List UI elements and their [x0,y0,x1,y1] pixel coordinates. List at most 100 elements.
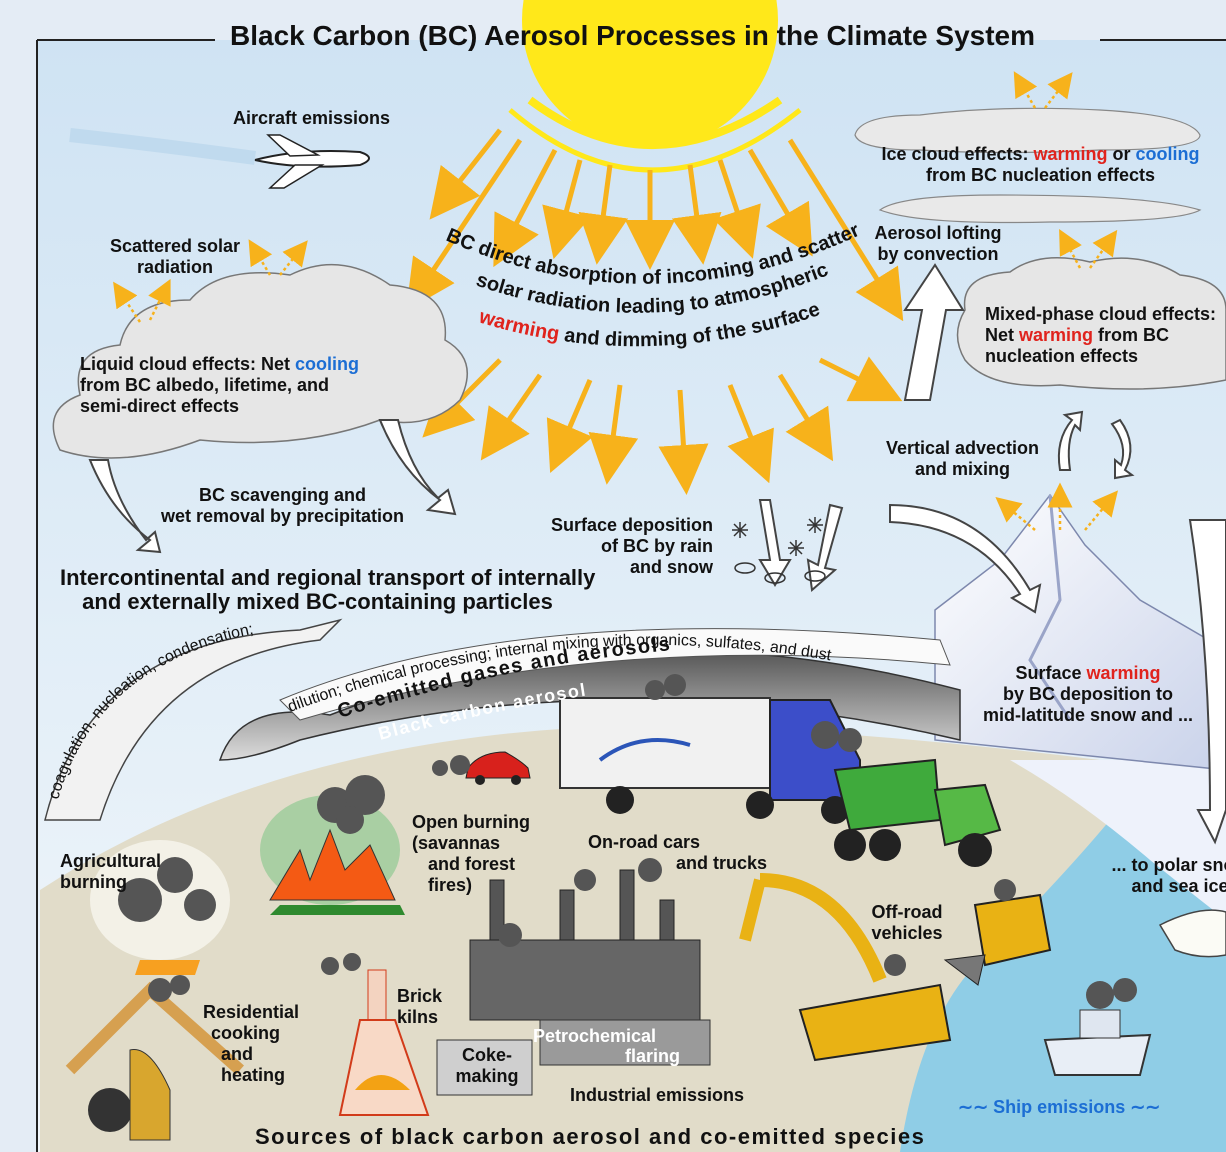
label-scattered-1: Scattered solar [109,236,241,256]
label-offroad-1: Off-road [871,902,943,922]
label-res-4: heating [221,1065,286,1085]
sun-rays [406,128,904,495]
label-surfwarm-2: by BC deposition to [1003,684,1173,704]
label-surfdep-2: of BC by rain [600,536,713,556]
label-agricultural: Agricultural burning [60,851,161,893]
label-surfdep-1: Surface deposition [550,515,713,535]
mixing-band [279,628,951,721]
sea [900,820,1226,1152]
label-res-1: Residential [203,1002,300,1022]
coke-plant [436,1039,533,1096]
diagram-footer: Sources of black carbon aerosol and co-e… [255,1124,926,1149]
label-industrial: Industrial emissions [570,1085,745,1105]
ship [1043,1009,1152,1076]
liquid-cloud [52,263,468,459]
label-offroad-2: vehicles [871,923,943,943]
label-lofting: Aerosol lofting by convection [868,223,1008,265]
label-vadv-2: and mixing [914,459,1010,479]
label-off-road: Off-road vehicles [862,902,952,944]
process-arrows [88,263,1226,845]
label-brick-kilns: Brick kilns [397,986,442,1028]
label-agri-2: burning [60,872,127,892]
label-res-3: and [221,1044,254,1064]
snowflakes [732,517,823,556]
label-mixed-3: nucleation effects [985,346,1139,366]
mixed-phase-cloud [956,257,1226,390]
label-residential: Residential cooking and heating [203,1002,299,1086]
label-liquid-2: from BC albedo, lifetime, and [80,375,330,395]
label-open-3: and forest [428,854,516,874]
scatter-arrows [113,71,1119,531]
label-vertical-advection: Vertical advection and mixing [880,438,1045,480]
car-red [465,751,531,785]
label-open-1: Open burning [412,812,530,832]
label-on-road: On-road cars and trucks [588,832,767,874]
label-polar: ... to polar snow and sea ice [1105,855,1226,897]
label-ice-1: Ice cloud effects: warming or cooling [881,144,1200,164]
deposition-marks [734,562,826,584]
label-transport: Intercontinental and regional transport … [60,565,596,614]
label-surfwarm-3: mid-latitude snow and ... [982,705,1193,725]
black-carbon-band [218,649,961,761]
label-mixed-phase: Mixed-phase cloud effects: Net warming f… [985,304,1216,367]
label-flaring: flaring [625,1046,681,1066]
label-scavenging: BC scavenging and wet removal by precipi… [150,485,415,527]
label-open-2: (savannas [412,833,501,853]
label-scattered-solar: Scattered solar radiation [105,236,245,278]
label-surfwarm-1: Surface warming [1015,663,1161,683]
label-liquid-1: Liquid cloud effects: Net cooling [80,354,360,374]
label-liquid-3: semi-direct effects [80,396,240,416]
petrochemical-plant [539,1019,711,1066]
truck-blue [559,697,861,824]
aircraft [254,134,370,189]
label-brick-2: kilns [397,1007,439,1027]
label-mixed-1: Mixed-phase cloud effects: [985,304,1217,324]
label-brick-1: Brick [397,986,443,1006]
ice-cloud [854,107,1202,224]
dump-truck-green [833,758,1002,867]
label-transport-2: and externally mixed BC-containing parti… [82,589,553,614]
label-liquid-cloud: Liquid cloud effects: Net cooling from B… [80,354,359,417]
label-petrochemical: Petrochemical [533,1026,657,1046]
label-aircraft: Aircraft emissions [233,108,391,128]
label-surfdep-3: and snow [629,557,713,577]
coagulation-band [44,618,343,821]
label-open-4: fires) [428,875,473,895]
label-coke-2: making [455,1066,519,1086]
label-surface-deposition: Surface deposition of BC by rain and sno… [543,515,713,578]
label-coke-1: Coke- [461,1045,512,1065]
label-surface-warming: Surface warming by BC deposition to mid-… [978,663,1198,726]
excavator [739,873,952,1062]
label-scav-1: BC scavenging and [198,485,367,505]
polar-bear [1158,909,1226,958]
label-onroad-1: On-road cars [588,832,701,852]
label-vadv-1: Vertical advection [885,438,1040,458]
label-ice-2: from BC nucleation effects [925,165,1156,185]
label-polar-2: and sea ice [1131,876,1226,896]
mountain-ridge [1028,494,1072,721]
label-ice-cloud: Ice cloud effects: warming or cooling fr… [878,144,1203,186]
polar-ice [1010,760,1226,920]
label-polar-1: ... to polar snow [1111,855,1226,875]
label-ship-emissions: ∼∼ Ship emissions ∼∼ [958,1097,1161,1117]
label-scattered-2: radiation [136,257,213,277]
label-coke: Coke- making [447,1045,527,1087]
smoke-puffs [118,674,1137,1009]
sun-halo-1 [527,96,783,149]
contrail [69,128,256,165]
label-mixed-2: Net warming from BC [985,325,1170,345]
diagram-title: Black Carbon (BC) Aerosol Processes in t… [230,20,1035,51]
label-transport-1: Intercontinental and regional transport … [60,565,596,590]
label-lofting-1: Aerosol lofting [874,223,1002,243]
sun [522,0,778,148]
label-res-2: cooking [211,1023,281,1043]
brick-kiln [338,969,430,1116]
label-lofting-2: by convection [877,244,999,264]
label-scav-2: wet removal by precipitation [160,506,405,526]
loader [943,893,1052,986]
label-onroad-2: and trucks [676,853,768,873]
sun-halo-2 [508,108,802,173]
label-open-burning: Open burning (savannas and forest fires) [412,812,530,896]
